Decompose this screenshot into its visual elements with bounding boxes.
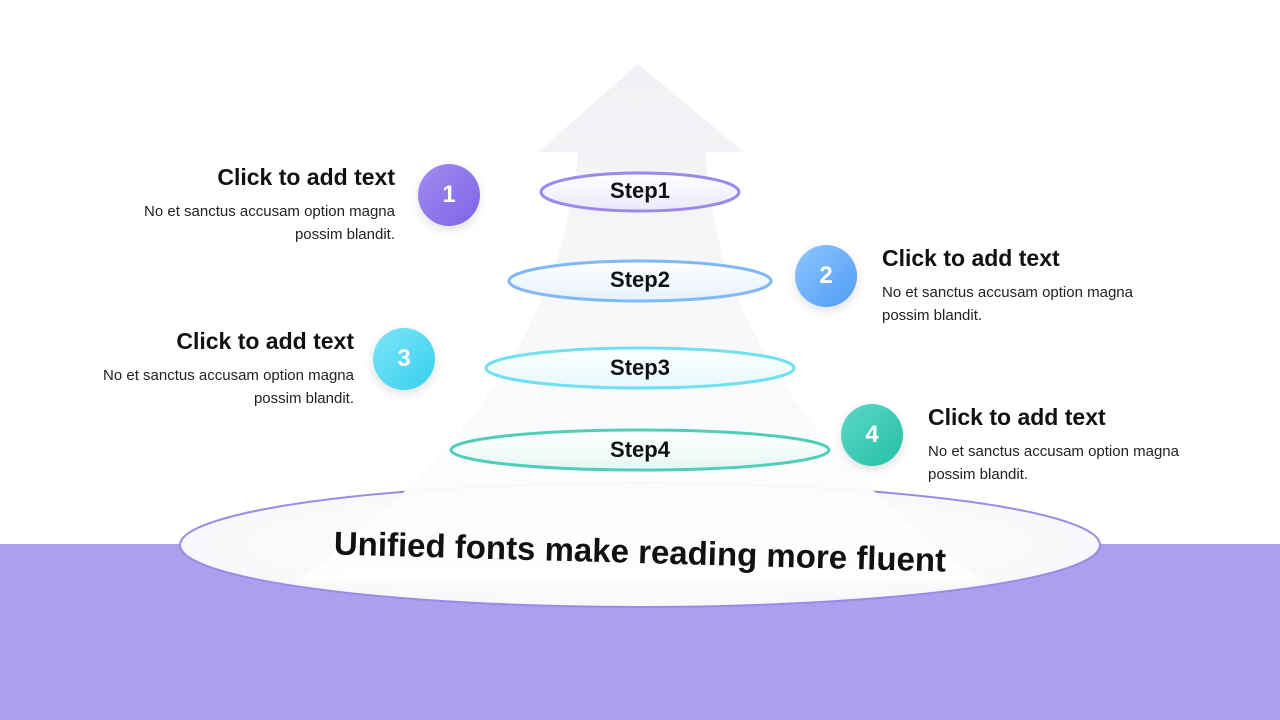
text-block-1: Click to add text No et sanctus accusam … — [95, 163, 395, 246]
step-ring-1 — [539, 171, 741, 213]
step-badge-2: 2 — [795, 245, 857, 307]
text-block-2-desc[interactable]: No et sanctus accusam option magna possi… — [882, 284, 1133, 324]
text-block-4-title[interactable]: Click to add text — [928, 404, 1106, 430]
text-block-2: Click to add text No et sanctus accusam … — [882, 244, 1182, 327]
step-label-3[interactable]: Step3 — [610, 355, 670, 380]
text-block-3: Click to add text No et sanctus accusam … — [54, 327, 354, 410]
step-badge-4: 4 — [841, 404, 903, 466]
text-block-3-desc[interactable]: No et sanctus accusam option magna possi… — [103, 367, 354, 407]
step-label-4[interactable]: Step4 — [610, 437, 670, 462]
step-badge-1: 1 — [418, 164, 480, 226]
text-block-4: Click to add text No et sanctus accusam … — [928, 403, 1228, 486]
text-block-2-title[interactable]: Click to add text — [882, 245, 1060, 271]
step-ring-3 — [484, 346, 796, 390]
step-label-2[interactable]: Step2 — [610, 267, 670, 292]
text-block-1-title[interactable]: Click to add text — [217, 164, 395, 190]
text-block-3-title[interactable]: Click to add text — [176, 328, 354, 354]
step-ring-4 — [449, 428, 831, 472]
step-badge-3: 3 — [373, 328, 435, 390]
up-arrow — [300, 64, 980, 580]
step-label-1[interactable]: Step1 — [610, 178, 670, 203]
step-ring-2 — [507, 259, 773, 303]
text-block-1-desc[interactable]: No et sanctus accusam option magna possi… — [144, 203, 395, 243]
text-block-4-desc[interactable]: No et sanctus accusam option magna possi… — [928, 443, 1179, 483]
